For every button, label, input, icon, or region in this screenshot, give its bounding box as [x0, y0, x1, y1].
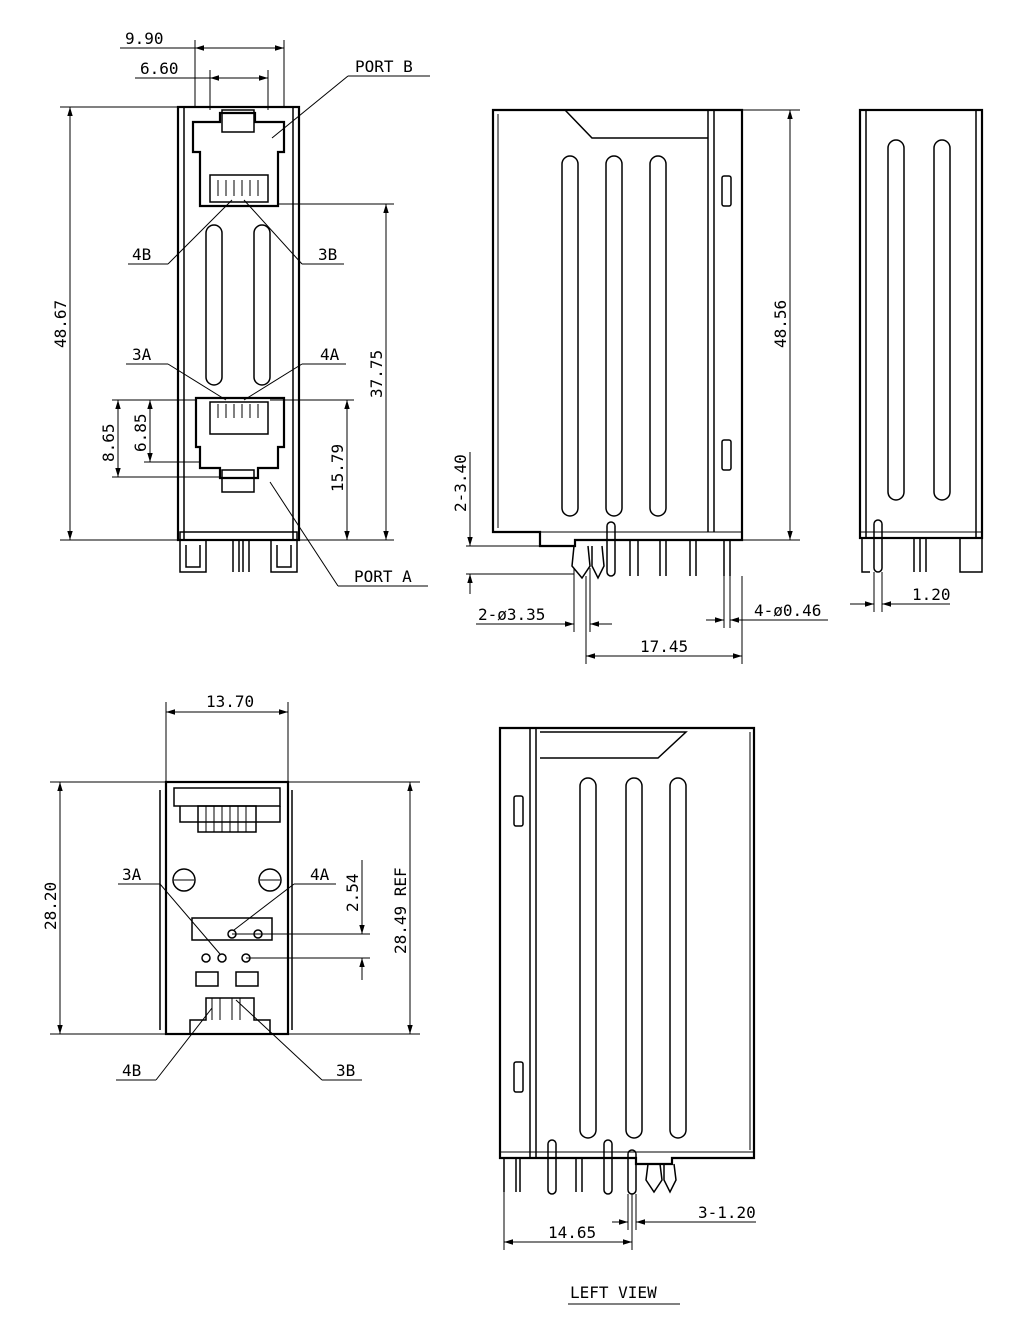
label-bottom-3b: 3B [336, 1061, 355, 1080]
dim-side-height: 48.56 [771, 300, 790, 348]
left-view: 14.65 3-1.20 LEFT VIEW [498, 726, 756, 1305]
dim-front-height-a2: 6.85 [131, 413, 150, 452]
dim-bottom-width: 13.70 [206, 692, 254, 711]
left-view-title: LEFT VIEW [570, 1283, 657, 1302]
dim-front-width-inner: 6.60 [140, 59, 179, 78]
dim-left-span: 14.65 [548, 1223, 596, 1242]
dim-left-pins: 3-1.20 [698, 1203, 756, 1222]
dim-front-height-portb: 37.75 [367, 350, 386, 398]
label-port-a: PORT A [354, 567, 412, 586]
dim-side-pin-span: 17.45 [640, 637, 688, 656]
side-view: 48.56 2-3.40 2-ø3.35 17.45 4-ø0.46 [451, 108, 828, 664]
label-front-4a: 4A [320, 345, 340, 364]
label-front-3a: 3A [132, 345, 152, 364]
front-view: 9.90 6.60 PORT B 48.67 37.75 15.79 8.65 … [51, 29, 430, 587]
label-bottom-4a: 4A [310, 865, 330, 884]
end-view: 1.20 [850, 108, 984, 612]
bottom-view: 13.70 28.20 28.49 REF 2.54 3A 4A 4B 3B [41, 692, 420, 1081]
dim-side-peg-dia: 2-ø3.35 [478, 605, 545, 624]
dim-bottom-height: 28.20 [41, 882, 60, 930]
dim-front-height-a1: 8.65 [99, 423, 118, 462]
dim-side-peg-height: 2-3.40 [451, 454, 470, 512]
dim-bottom-pitch: 2.54 [343, 873, 362, 912]
dim-front-width-outer: 9.90 [125, 29, 164, 48]
label-port-b: PORT B [355, 57, 413, 76]
dim-front-height-porta: 15.79 [328, 444, 347, 492]
dim-end-pin-width: 1.20 [912, 585, 951, 604]
label-bottom-4b: 4B [122, 1061, 141, 1080]
label-bottom-3a: 3A [122, 865, 142, 884]
dim-bottom-height-ref: 28.49 REF [391, 867, 410, 954]
label-front-3b: 3B [318, 245, 337, 264]
label-front-4b: 4B [132, 245, 151, 264]
dim-front-height-total: 48.67 [51, 300, 70, 348]
dim-side-pin-dia: 4-ø0.46 [754, 601, 821, 620]
